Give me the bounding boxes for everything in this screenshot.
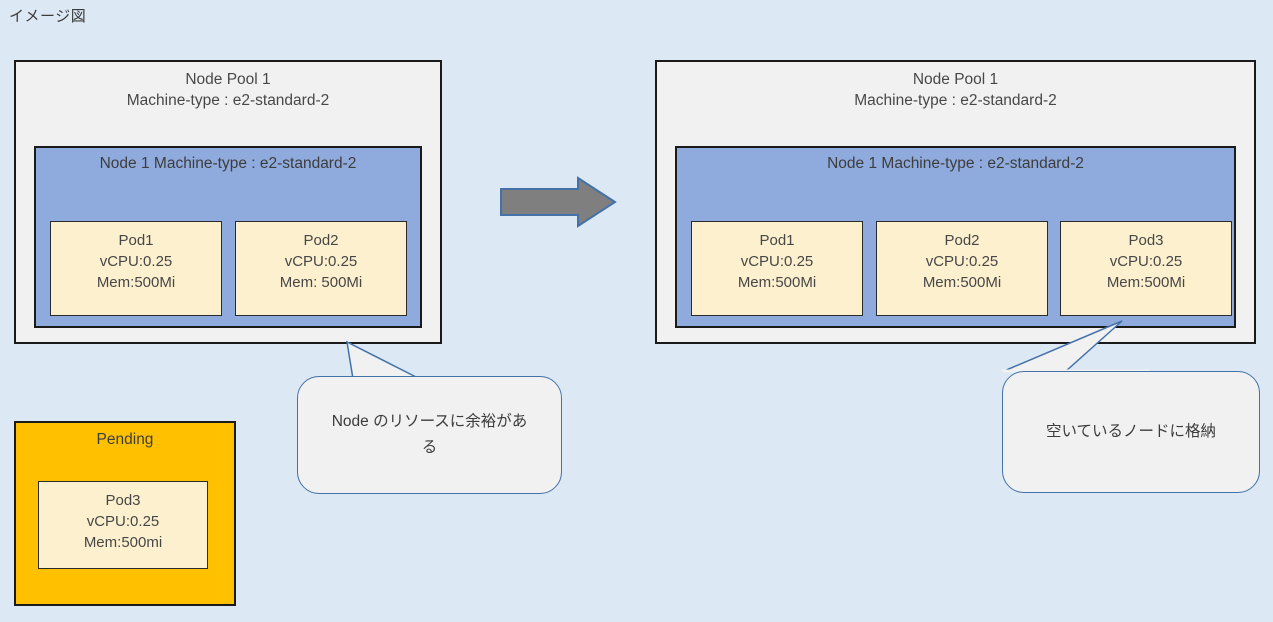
left-callout-text: Node のリソースに余裕がある bbox=[331, 413, 528, 456]
page-title: イメージ図 bbox=[9, 8, 87, 25]
right-pod-3[interactable]: Pod3 vCPU:0.25 Mem:500Mi bbox=[1060, 221, 1232, 316]
left-node-header: Node 1 Machine-type : e2-standard-2 bbox=[36, 153, 420, 174]
pod-name: Pod1 bbox=[759, 232, 795, 249]
right-callout-text: 空いているノードに格納 bbox=[1045, 423, 1217, 440]
left-node-machine-type: Machine-type : e2-standard-2 bbox=[153, 155, 357, 172]
left-node-pool-machine-type: Machine-type : e2-standard-2 bbox=[126, 92, 330, 109]
right-node-title: Node 1 bbox=[827, 155, 878, 172]
right-pod-1[interactable]: Pod1 vCPU:0.25 Mem:500Mi bbox=[691, 221, 863, 316]
pod-cpu: vCPU:0.25 bbox=[1109, 253, 1183, 270]
pod-name: Pod3 bbox=[105, 492, 141, 509]
pod-mem: Mem:500Mi bbox=[922, 274, 1002, 291]
right-arrow-icon bbox=[500, 176, 617, 228]
pod-name: Pod3 bbox=[1128, 232, 1164, 249]
right-callout: 空いているノードに格納 bbox=[1002, 371, 1260, 493]
pod-mem: Mem:500Mi bbox=[737, 274, 817, 291]
pod-mem: Mem: 500Mi bbox=[279, 274, 363, 291]
left-callout: Node のリソースに余裕がある bbox=[297, 376, 562, 494]
pod-name: Pod2 bbox=[303, 232, 339, 249]
right-pod-2[interactable]: Pod2 vCPU:0.25 Mem:500Mi bbox=[876, 221, 1048, 316]
left-pod-1[interactable]: Pod1 vCPU:0.25 Mem:500Mi bbox=[50, 221, 222, 316]
pod-cpu: vCPU:0.25 bbox=[284, 253, 358, 270]
pod-cpu: vCPU:0.25 bbox=[740, 253, 814, 270]
left-node-pool-title: Node Pool 1 bbox=[185, 71, 271, 88]
left-node-title: Node 1 bbox=[99, 155, 150, 172]
pod-name: Pod2 bbox=[944, 232, 980, 249]
pending-title: Pending bbox=[96, 431, 154, 448]
right-node-header: Node 1 Machine-type : e2-standard-2 bbox=[677, 153, 1234, 174]
pod-cpu: vCPU:0.25 bbox=[86, 513, 160, 530]
right-node-pool-header: Node Pool 1 Machine-type : e2-standard-2 bbox=[657, 69, 1254, 111]
pod-cpu: vCPU:0.25 bbox=[925, 253, 999, 270]
left-pod-2[interactable]: Pod2 vCPU:0.25 Mem: 500Mi bbox=[235, 221, 407, 316]
pod-mem: Mem:500Mi bbox=[96, 274, 176, 291]
right-node-pool-title: Node Pool 1 bbox=[912, 71, 999, 88]
right-node-machine-type: Machine-type : e2-standard-2 bbox=[881, 155, 1084, 172]
pod-mem: Mem:500Mi bbox=[1106, 274, 1186, 291]
pending-pod-3[interactable]: Pod3 vCPU:0.25 Mem:500mi bbox=[38, 481, 208, 569]
transition-arrow bbox=[498, 176, 618, 228]
pod-cpu: vCPU:0.25 bbox=[99, 253, 173, 270]
right-node-pool-machine-type: Machine-type : e2-standard-2 bbox=[854, 92, 1057, 109]
left-node-pool-header: Node Pool 1 Machine-type : e2-standard-2 bbox=[16, 69, 440, 111]
pod-name: Pod1 bbox=[118, 232, 154, 249]
pod-mem: Mem:500mi bbox=[83, 534, 163, 551]
